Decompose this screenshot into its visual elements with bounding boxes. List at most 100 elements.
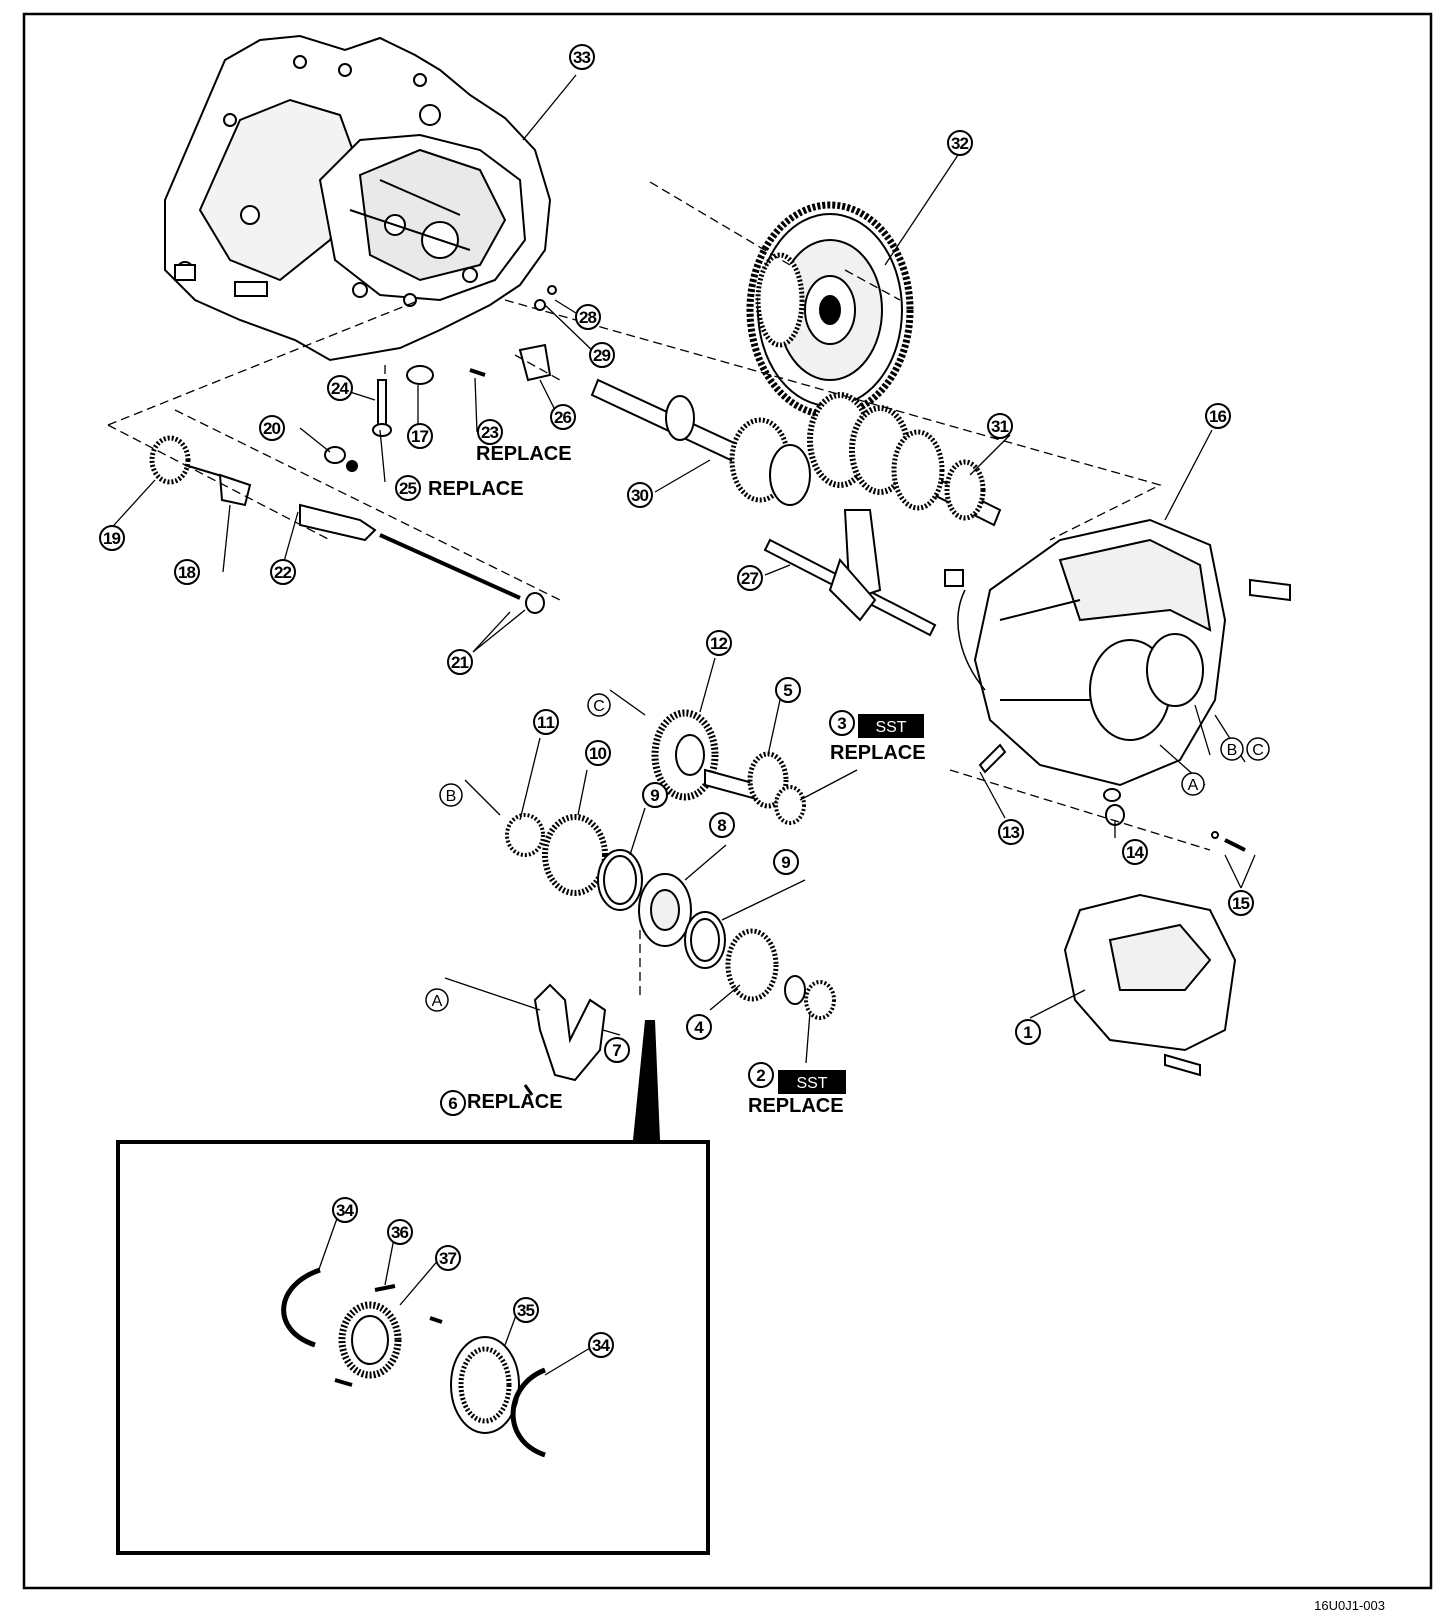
callout-number: 37 xyxy=(439,1249,457,1268)
callout-c37: 37 xyxy=(435,1245,461,1271)
callout-number: 18 xyxy=(178,563,196,582)
reference-letter-lb2: B xyxy=(1220,737,1244,761)
callout-circle xyxy=(575,304,601,330)
callout-circle xyxy=(395,475,421,501)
callout-circle xyxy=(737,565,763,591)
callout-circle xyxy=(550,404,576,430)
replace-label-2: REPLACE xyxy=(748,1095,844,1117)
reference-letter-lc2: C xyxy=(1246,737,1270,761)
callout-number: 22 xyxy=(274,563,292,582)
callout-number: 25 xyxy=(399,479,417,498)
callout-circle xyxy=(998,819,1024,845)
callout-circle xyxy=(1228,890,1254,916)
sst-label-2: SST xyxy=(796,1075,827,1092)
callout-circle xyxy=(477,419,503,445)
callout-circle xyxy=(775,677,801,703)
callout-c33: 33 xyxy=(569,44,595,70)
callout-number: 6 xyxy=(448,1094,457,1113)
sst-badge-2 xyxy=(778,1070,846,1094)
callout-c14: 14 xyxy=(1122,839,1148,865)
callout-circle xyxy=(604,1037,630,1063)
callout-number: 9 xyxy=(781,853,790,872)
callout-circle xyxy=(513,1297,539,1323)
replace-label-23: REPLACE xyxy=(476,443,572,465)
callout-circle xyxy=(407,423,433,449)
callout-circle xyxy=(642,782,668,808)
callout-c18: 18 xyxy=(174,559,200,585)
callout-c20: 20 xyxy=(259,415,285,441)
diagram-border xyxy=(22,12,1433,1590)
callout-c5: 5 xyxy=(775,677,801,703)
replace-label-25: REPLACE xyxy=(428,478,524,500)
callout-c25: 25 xyxy=(395,475,421,501)
callout-c35: 35 xyxy=(513,1297,539,1323)
callout-circle xyxy=(709,812,735,838)
callout-circle xyxy=(987,413,1013,439)
callout-number: 20 xyxy=(263,419,281,438)
callout-number: 8 xyxy=(717,816,726,835)
callout-number: 4 xyxy=(694,1018,704,1037)
callout-number: 29 xyxy=(593,346,611,365)
replace-labels: REPLACE REPLACE REPLACE REPLACE REPLACE … xyxy=(428,443,926,1117)
callout-c22: 22 xyxy=(270,559,296,585)
callout-c15: 15 xyxy=(1228,890,1254,916)
small-parts xyxy=(149,285,1246,852)
callout-circle xyxy=(627,482,653,508)
callout-c19: 19 xyxy=(99,525,125,551)
callout-number: 26 xyxy=(554,408,572,427)
callout-c7: 7 xyxy=(604,1037,630,1063)
callout-number: 2 xyxy=(756,1066,765,1085)
callout-c30: 30 xyxy=(627,482,653,508)
callout-number: 5 xyxy=(783,681,792,700)
callout-circle xyxy=(435,1245,461,1271)
callout-circle xyxy=(773,849,799,875)
callout-circle xyxy=(174,559,200,585)
callout-number: 16 xyxy=(1209,407,1227,426)
callout-number: 31 xyxy=(991,417,1009,436)
callout-number: 10 xyxy=(589,744,607,763)
callout-number: 28 xyxy=(579,308,597,327)
sst-badge-3 xyxy=(858,714,924,738)
callout-c2: 2 xyxy=(748,1062,774,1088)
callout-number: 24 xyxy=(331,379,350,398)
callout-number: 32 xyxy=(951,134,969,153)
callout-c26: 26 xyxy=(550,404,576,430)
callout-circle xyxy=(947,130,973,156)
callout-c1: 1 xyxy=(1015,1019,1041,1045)
callout-number: 35 xyxy=(517,1301,535,1320)
shift-rod-and-forks xyxy=(763,509,937,637)
callout-number: 19 xyxy=(103,529,121,548)
letter-text: C xyxy=(593,698,605,715)
callout-c6: 6 xyxy=(440,1090,466,1116)
callout-circle xyxy=(585,740,611,766)
callout-number: 17 xyxy=(411,427,429,446)
callout-number: 33 xyxy=(573,48,591,67)
callout-c28: 28 xyxy=(575,304,601,330)
callout-c31: 31 xyxy=(987,413,1013,439)
secondary-shaft xyxy=(807,392,1002,527)
callout-circle xyxy=(588,1332,614,1358)
reference-letter-lb1: B xyxy=(439,783,463,807)
callout-number: 34 xyxy=(336,1201,355,1220)
letter-text: A xyxy=(1188,777,1199,794)
callout-c34a: 34 xyxy=(332,1197,358,1223)
callout-number: 3 xyxy=(837,714,846,733)
synchronizer-inset xyxy=(116,1020,710,1555)
callout-group: 1234567899101112131415161718192021222324… xyxy=(99,44,1254,1358)
callout-circle xyxy=(447,649,473,675)
transaxle-case xyxy=(164,34,552,362)
callout-number: 9 xyxy=(650,786,659,805)
callout-circle xyxy=(569,44,595,70)
reference-letter-la2: A xyxy=(1181,772,1205,796)
reference-letter-la1: A xyxy=(425,988,449,1012)
letter-text: C xyxy=(1252,742,1264,759)
callout-c32: 32 xyxy=(947,130,973,156)
differential-ring-gear xyxy=(746,201,914,419)
clutch-cover xyxy=(1063,893,1237,1077)
callout-c13: 13 xyxy=(998,819,1024,845)
callout-circle xyxy=(327,375,353,401)
callout-circle xyxy=(332,1197,358,1223)
callout-number: 1 xyxy=(1023,1023,1032,1042)
